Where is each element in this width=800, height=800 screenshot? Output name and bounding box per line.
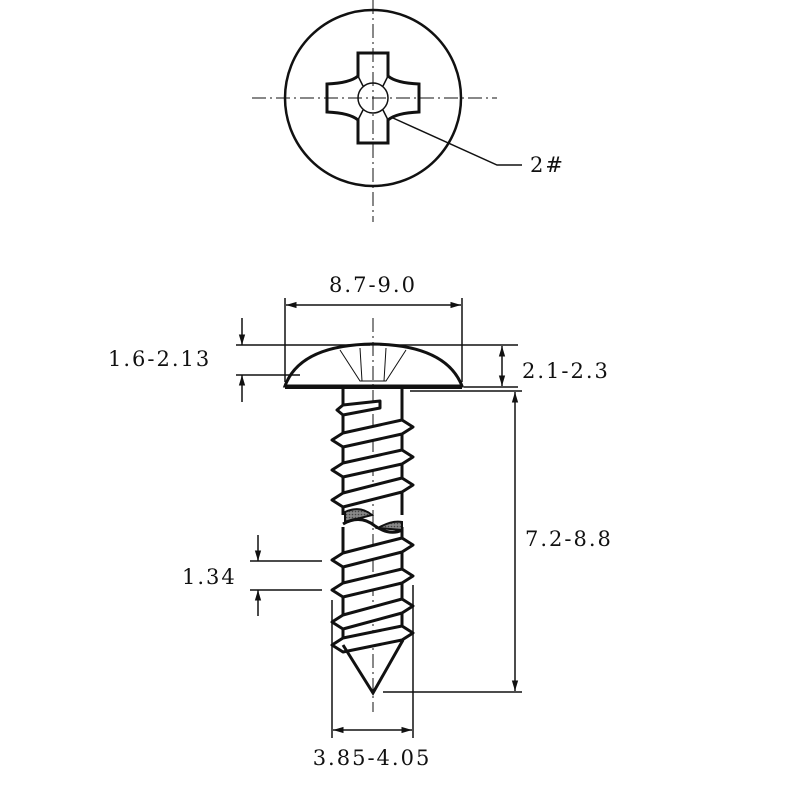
dimension-head-height: 2.1-2.3 [380, 344, 610, 388]
dimension-thread-pitch: 1.34 [182, 535, 322, 616]
top-view: 2# [252, 0, 565, 222]
drive-size-label: 2# [530, 153, 565, 177]
head-height-label: 2.1-2.3 [522, 359, 610, 383]
screw-head [282, 342, 465, 388]
thread-crest [335, 399, 382, 417]
thread-crest [330, 536, 415, 569]
thread-pitch-label: 1.34 [182, 565, 237, 589]
screw-tip [341, 639, 405, 696]
length-label: 7.2-8.8 [525, 527, 613, 551]
thread-body [330, 389, 415, 654]
dimension-thread-diameter: 3.85-4.05 [313, 585, 432, 770]
head-height-inner-label: 1.6-2.13 [108, 347, 211, 371]
thread-crest [330, 567, 415, 599]
phillips-recess-icon [325, 51, 421, 145]
head-diameter-label: 8.7-9.0 [329, 273, 417, 297]
dimension-head-diameter: 8.7-9.0 [284, 273, 463, 382]
head-outline [283, 8, 463, 188]
thread-crest [330, 418, 415, 449]
thread-crest [330, 476, 415, 509]
side-view [282, 318, 465, 712]
dimension-length: 7.2-8.8 [383, 390, 613, 693]
thread-diameter-label: 3.85-4.05 [313, 746, 432, 770]
thread-crest [330, 448, 415, 479]
recess-center [357, 82, 389, 114]
dimension-head-height-inner: 1.6-2.13 [108, 318, 370, 402]
leader-line [392, 117, 522, 166]
